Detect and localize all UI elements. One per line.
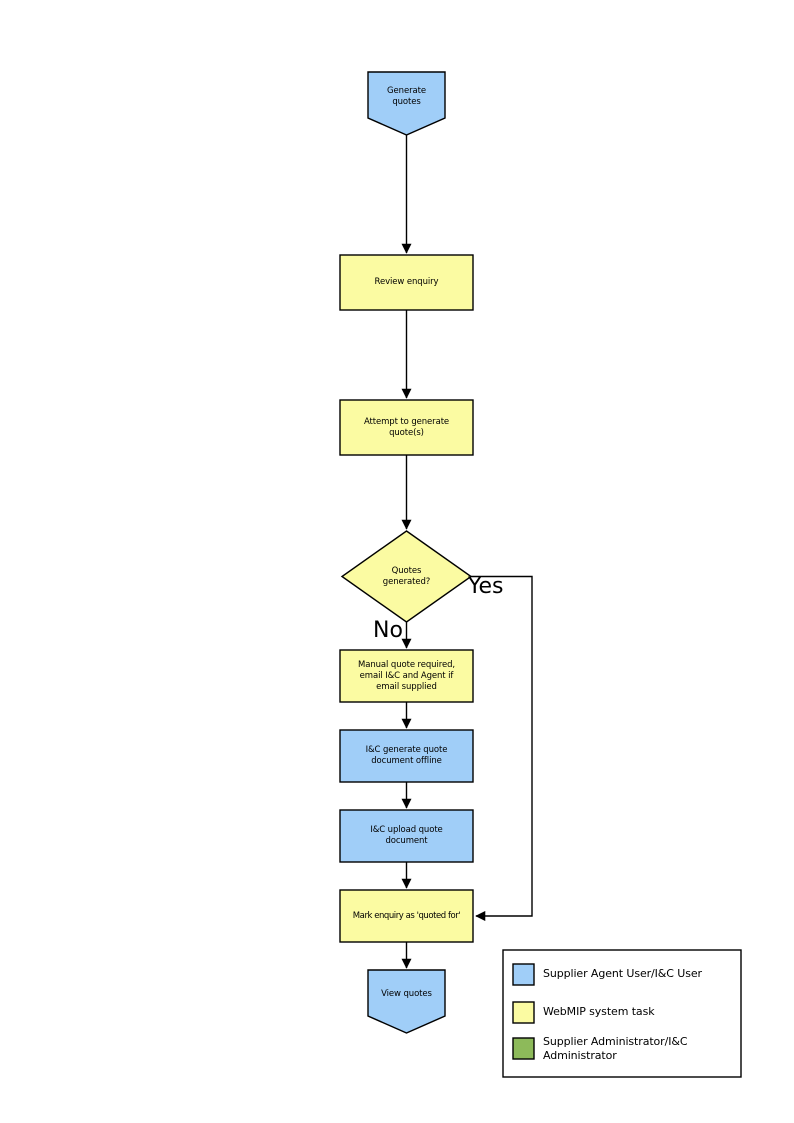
legend-box xyxy=(502,949,742,1078)
node-manual-quote-required[interactable] xyxy=(339,649,474,703)
node-attempt-generate-quotes[interactable] xyxy=(339,399,474,456)
node-review-enquiry[interactable] xyxy=(339,254,474,311)
node-ic-upload-quote-document[interactable] xyxy=(339,809,474,863)
connector-decision-yes-to-mark xyxy=(471,575,533,922)
legend-swatch-user-task xyxy=(512,963,535,986)
legend-label-system-task: WebMIP system task xyxy=(543,1005,655,1018)
legend-label-admin-task: Supplier Administrator/I&C Administrator xyxy=(543,1035,688,1062)
node-quotes-generated[interactable] xyxy=(340,530,473,623)
legend-swatch-system-task xyxy=(512,1001,535,1024)
node-mark-enquiry-quoted-for[interactable] xyxy=(339,889,474,943)
legend-label-user-task: Supplier Agent User/I&C User xyxy=(543,967,702,980)
node-ic-generate-quote-offline[interactable] xyxy=(339,729,474,783)
node-view-quotes[interactable] xyxy=(367,969,446,1034)
legend-swatch-admin-task xyxy=(512,1037,535,1060)
node-generate-quotes[interactable] xyxy=(367,71,446,136)
edge-label-yes: Yes xyxy=(468,574,504,599)
edge-label-no: No xyxy=(373,618,403,643)
